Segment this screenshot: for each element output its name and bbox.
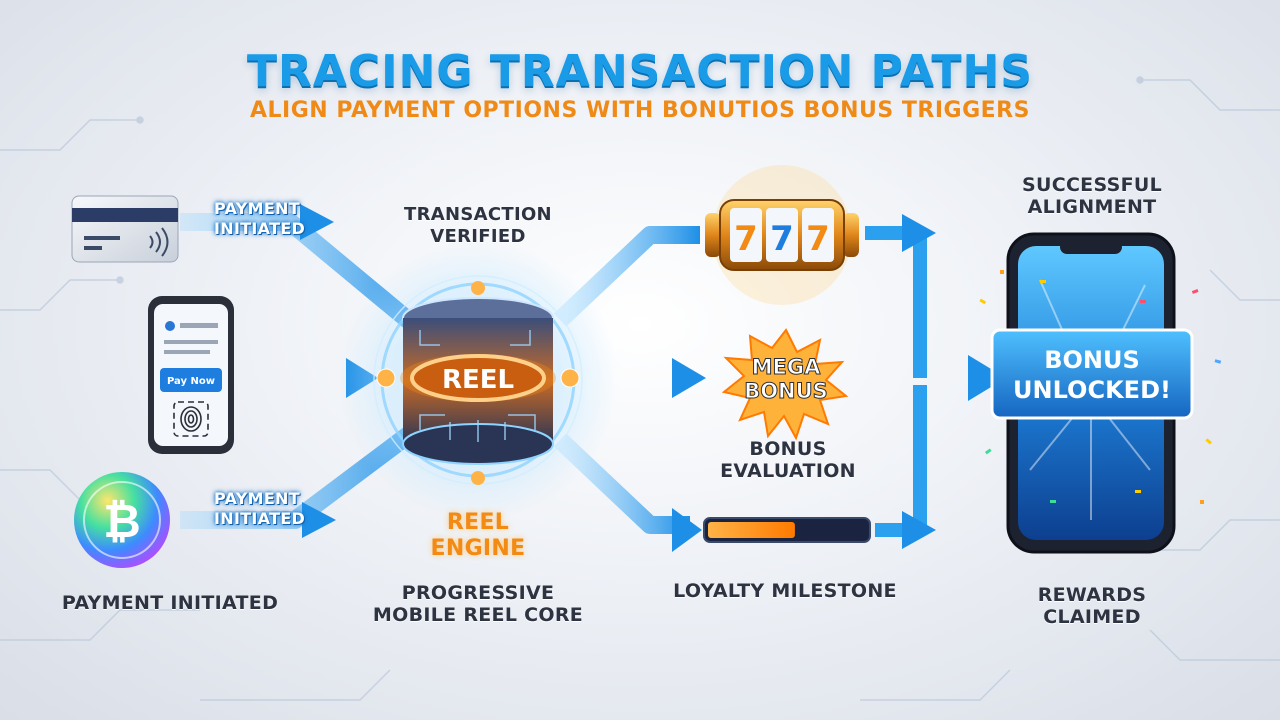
banner-line-2: UNLOCKED! xyxy=(1013,376,1171,404)
card-payment-label: PAYMENT INITIATED xyxy=(214,199,306,238)
result-phone-icon xyxy=(979,232,1222,554)
mega-bonus-burst-icon xyxy=(721,328,849,441)
pay-now-label[interactable]: Pay Now xyxy=(167,376,215,387)
successful-alignment-caption: SUCCESSFUL ALIGNMENT xyxy=(1021,174,1162,218)
circuit-traces xyxy=(0,76,1280,701)
credit-card-icon xyxy=(71,195,179,263)
engine-caption: PROGRESSIVE MOBILE REEL CORE xyxy=(372,582,584,626)
slot-symbol-1: 7 xyxy=(734,219,758,259)
banner-line-1: BONUS xyxy=(1044,346,1140,374)
page-title: TRACING TRANSACTION PATHS xyxy=(247,46,1033,97)
bitcoin-coin-icon xyxy=(74,472,170,568)
page-subtitle: ALIGN PAYMENT OPTIONS WITH BONUTIOS BONU… xyxy=(250,98,1030,123)
slot-symbol-3: 7 xyxy=(806,219,830,259)
arrow-card-head xyxy=(300,204,334,240)
bonus-unlocked-banner xyxy=(990,328,1194,420)
reel-engine-label: REEL ENGINE xyxy=(430,510,526,561)
reel-text: REEL xyxy=(442,365,514,395)
arrow-slot-to-result xyxy=(865,226,927,378)
slot-machine-reel-icon xyxy=(705,165,859,305)
arrow-loyalty-to-result xyxy=(875,385,927,537)
mega-text: MEGA xyxy=(752,355,821,379)
fingerprint-icon xyxy=(173,401,209,437)
arrow-mega-head xyxy=(672,358,706,398)
bitcoin-symbol: ₿ xyxy=(103,494,141,548)
reel-engine-core xyxy=(338,240,618,520)
pay-now-button xyxy=(160,368,222,392)
arrow-core-to-slot xyxy=(553,226,700,327)
bonus-text: BONUS xyxy=(744,379,828,403)
crypto-caption: PAYMENT INITIATED xyxy=(61,592,279,614)
crypto-payment-label: PAYMENT INITIATED xyxy=(214,489,306,528)
loyalty-milestone-caption: LOYALTY MILESTONE xyxy=(673,580,897,602)
arrow-crypto-head xyxy=(302,502,336,538)
rewards-claimed-caption: REWARDS CLAIMED xyxy=(1037,584,1147,628)
arrow-result-head xyxy=(968,355,1006,401)
mobile-phone-icon xyxy=(148,296,234,454)
bonus-evaluation-caption: BONUS EVALUATION xyxy=(720,438,856,482)
loyalty-progress-bar xyxy=(703,517,871,543)
slot-symbol-2: 7 xyxy=(770,219,794,259)
transaction-verified-label: TRANSACTION VERIFIED xyxy=(404,204,552,247)
progress-fill xyxy=(708,522,795,538)
arrow-loyalty-head xyxy=(672,508,702,552)
